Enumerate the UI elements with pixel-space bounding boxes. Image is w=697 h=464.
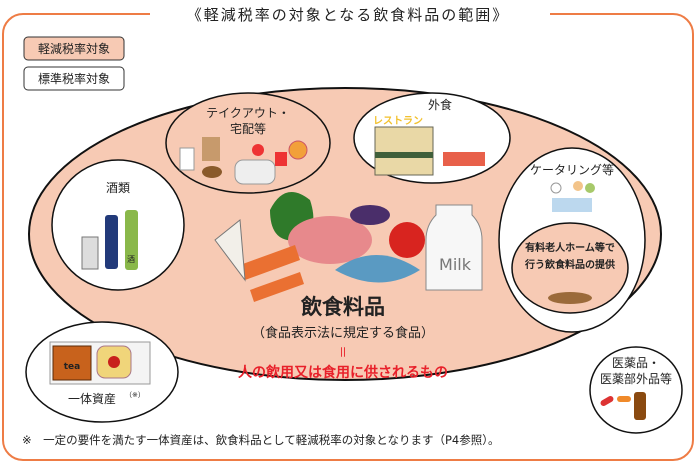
restaurant-building-icon: レストラン [373, 115, 434, 176]
elderly-label-2: 行う飲食料品の提供 [524, 258, 615, 271]
elderly-label-1: 有料老人ホーム等で [525, 241, 615, 254]
alcohol-circle: 酒類 酒 [51, 159, 185, 291]
bundled-note-mark: （※） [125, 391, 145, 399]
food-subtitle: （食品表示法に規定する食品） [252, 325, 434, 341]
tea-box-icon: tea [49, 341, 151, 385]
dining-out-label: 外食 [428, 97, 452, 112]
takeout-circle: テイクアウト・ 宅配等 [165, 92, 331, 194]
bundled-assets-circle: tea 一体資産 （※） [25, 321, 179, 423]
alcohol-bottles-icon: 酒 [81, 210, 138, 270]
takeout-food-icon [179, 137, 222, 178]
dining-table-icon [443, 152, 485, 166]
legend-reduced: 軽減税率対象 [23, 36, 125, 61]
bundled-label: 一体資産 [68, 391, 116, 406]
sake-label: 酒 [127, 255, 135, 264]
milk-label: Milk [439, 255, 472, 274]
capsule-icon [617, 396, 631, 402]
dining-out-circle: 外食 レストラン [353, 92, 511, 184]
tea-label: tea [64, 362, 80, 372]
medicine-label-1: 医薬品・ [612, 356, 660, 370]
medicine-label-2: 医薬部外品等 [600, 371, 672, 386]
elderly-home-circle: 有料老人ホーム等で 行う飲食料品の提供 [511, 222, 629, 314]
food-illustration: Milk [214, 192, 483, 302]
diagram-title: 《軽減税率の対象となる飲食料品の範囲》 [187, 6, 510, 24]
catering-people-icon [550, 181, 595, 212]
food-heading: 飲食料品 [300, 295, 385, 319]
food-definition: 人の飲用又は食用に供されるもの [238, 364, 448, 381]
delivery-scooter-icon [234, 144, 287, 185]
restaurant-sign: レストラン [373, 115, 423, 127]
takeout-label-1: テイクアウト・ [206, 106, 290, 120]
equals-sign: ＝ [334, 345, 349, 358]
catering-label: ケータリング等 [530, 163, 614, 177]
title-background [150, 3, 550, 27]
pizza-icon [288, 140, 308, 160]
legend-standard: 標準税率対象 [23, 66, 125, 91]
medicine-bottle-icon [634, 392, 646, 420]
legend-standard-label: 標準税率対象 [38, 71, 110, 86]
legend-reduced-label: 軽減税率対象 [38, 41, 110, 56]
alcohol-label: 酒類 [106, 181, 130, 195]
medicine-circle: 医薬品・ 医薬部外品等 [589, 346, 683, 434]
takeout-label-2: 宅配等 [230, 121, 266, 136]
capsule-icon [600, 396, 614, 406]
footnote: ※ 一定の要件を満たす一体資産は、飲食料品として軽減税率の対象となります（P4参… [22, 433, 499, 447]
elderly-meal-icon [548, 292, 592, 304]
